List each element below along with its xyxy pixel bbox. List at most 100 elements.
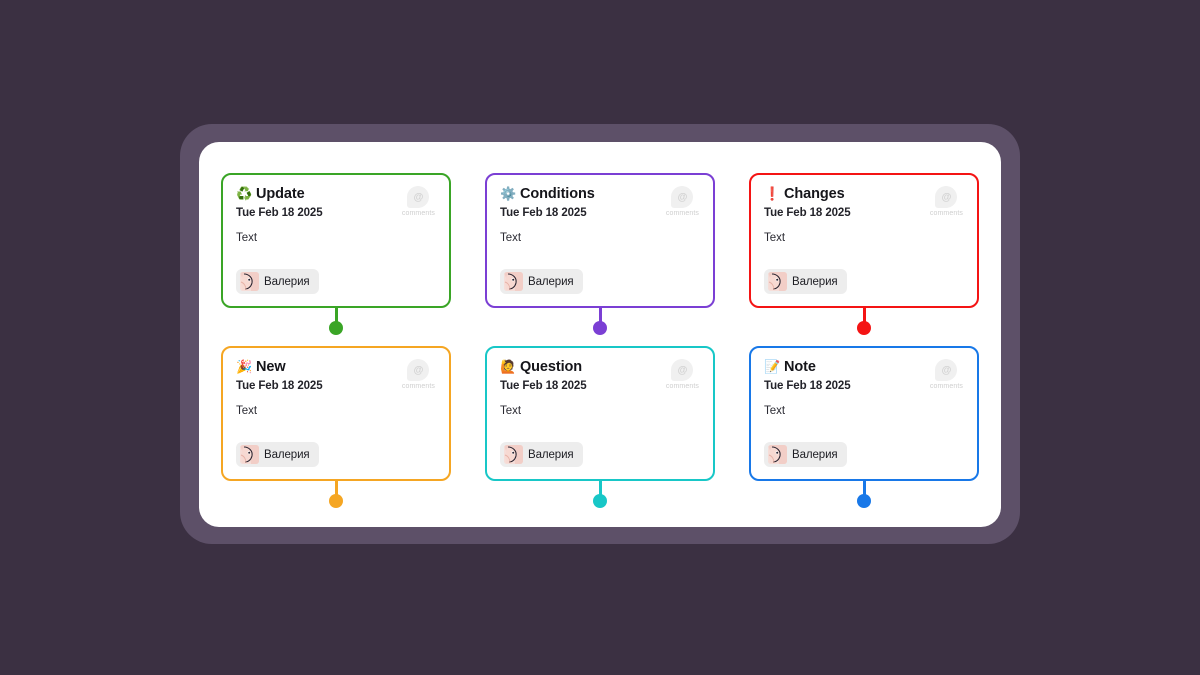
card-conditions[interactable]: ⚙️ Conditions Tue Feb 18 2025 @ comments… bbox=[485, 173, 715, 335]
card-title-row: ⚙️ Conditions bbox=[500, 187, 595, 202]
card-header-left: ❗ Changes Tue Feb 18 2025 bbox=[764, 187, 851, 219]
card-header-left: ⚙️ Conditions Tue Feb 18 2025 bbox=[500, 187, 595, 219]
card-footer: Валерия bbox=[236, 442, 436, 469]
card-text: Text bbox=[500, 232, 522, 244]
card-footer: Валерия bbox=[764, 442, 964, 469]
connector-dot bbox=[329, 321, 343, 335]
card-title: Conditions bbox=[520, 186, 595, 203]
comments-widget[interactable]: @ comments bbox=[930, 186, 963, 217]
card-connector bbox=[593, 308, 607, 335]
comments-label: comments bbox=[929, 383, 963, 390]
card-header: 📝 Note Tue Feb 18 2025 @ comments bbox=[764, 359, 964, 392]
card-title-row: ♻️ Update bbox=[236, 187, 323, 202]
comments-label: comments bbox=[665, 210, 699, 217]
card-grid: ♻️ Update Tue Feb 18 2025 @ comments Tex… bbox=[199, 142, 1001, 527]
card-body-update[interactable]: ♻️ Update Tue Feb 18 2025 @ comments Tex… bbox=[221, 173, 451, 308]
card-connector bbox=[857, 308, 871, 335]
card-header: ♻️ Update Tue Feb 18 2025 @ comments bbox=[236, 186, 436, 219]
comments-label: comments bbox=[401, 383, 435, 390]
comments-label: comments bbox=[665, 383, 699, 390]
card-header-left: 🎉 New Tue Feb 18 2025 bbox=[236, 360, 323, 392]
card-title: Update bbox=[256, 186, 305, 203]
card-title-row: 🎉 New bbox=[236, 360, 323, 375]
comments-widget[interactable]: @ comments bbox=[666, 359, 699, 390]
comments-widget[interactable]: @ comments bbox=[402, 186, 435, 217]
card-text: Text bbox=[236, 405, 258, 417]
author-name: Валерия bbox=[792, 448, 838, 461]
card-body-changes[interactable]: ❗ Changes Tue Feb 18 2025 @ comments Tex… bbox=[749, 173, 979, 308]
recycling-icon: ♻️ bbox=[236, 186, 253, 201]
card-title-row: 📝 Note bbox=[764, 360, 851, 375]
card-text: Text bbox=[236, 232, 258, 244]
card-update[interactable]: ♻️ Update Tue Feb 18 2025 @ comments Tex… bbox=[221, 173, 451, 335]
card-date: Tue Feb 18 2025 bbox=[236, 380, 323, 392]
comment-bubble-icon[interactable]: @ bbox=[935, 359, 958, 381]
card-body-conditions[interactable]: ⚙️ Conditions Tue Feb 18 2025 @ comments… bbox=[485, 173, 715, 308]
card-body-question[interactable]: 🙋 Question Tue Feb 18 2025 @ comments Te… bbox=[485, 346, 715, 481]
card-title-row: 🙋 Question bbox=[500, 360, 587, 375]
avatar bbox=[504, 445, 523, 464]
card-body-new[interactable]: 🎉 New Tue Feb 18 2025 @ comments Text bbox=[221, 346, 451, 481]
card-header-left: 📝 Note Tue Feb 18 2025 bbox=[764, 360, 851, 392]
exclamation-mark-icon: ❗ bbox=[764, 186, 781, 201]
card-date: Tue Feb 18 2025 bbox=[236, 207, 323, 219]
avatar bbox=[240, 272, 259, 291]
card-date: Tue Feb 18 2025 bbox=[764, 207, 851, 219]
card-new[interactable]: 🎉 New Tue Feb 18 2025 @ comments Text bbox=[221, 346, 451, 508]
connector-dot bbox=[329, 494, 343, 508]
party-popper-icon: 🎉 bbox=[236, 359, 253, 374]
comment-bubble-icon[interactable]: @ bbox=[407, 186, 430, 208]
comments-widget[interactable]: @ comments bbox=[930, 359, 963, 390]
card-date: Tue Feb 18 2025 bbox=[500, 380, 587, 392]
author-chip[interactable]: Валерия bbox=[764, 442, 847, 467]
avatar bbox=[768, 445, 787, 464]
connector-dot bbox=[593, 321, 607, 335]
memo-icon: 📝 bbox=[764, 359, 781, 374]
person-raising-hand-icon: 🙋 bbox=[500, 359, 517, 374]
card-header: 🎉 New Tue Feb 18 2025 @ comments bbox=[236, 359, 436, 392]
card-title: Changes bbox=[784, 186, 845, 203]
card-note[interactable]: 📝 Note Tue Feb 18 2025 @ comments Text bbox=[749, 346, 979, 508]
card-header: ⚙️ Conditions Tue Feb 18 2025 @ comments bbox=[500, 186, 700, 219]
author-chip[interactable]: Валерия bbox=[500, 442, 583, 467]
card-footer: Валерия bbox=[236, 269, 436, 296]
card-footer: Валерия bbox=[500, 269, 700, 296]
author-name: Валерия bbox=[264, 448, 310, 461]
card-footer: Валерия bbox=[764, 269, 964, 296]
author-chip[interactable]: Валерия bbox=[236, 269, 319, 294]
card-header: ❗ Changes Tue Feb 18 2025 @ comments bbox=[764, 186, 964, 219]
author-chip[interactable]: Валерия bbox=[236, 442, 319, 467]
card-footer: Валерия bbox=[500, 442, 700, 469]
card-body-note[interactable]: 📝 Note Tue Feb 18 2025 @ comments Text bbox=[749, 346, 979, 481]
comments-label: comments bbox=[401, 210, 435, 217]
card-header-left: ♻️ Update Tue Feb 18 2025 bbox=[236, 187, 323, 219]
card-header-left: 🙋 Question Tue Feb 18 2025 bbox=[500, 360, 587, 392]
card-title: New bbox=[256, 359, 286, 376]
card-title: Note bbox=[784, 359, 816, 376]
card-changes[interactable]: ❗ Changes Tue Feb 18 2025 @ comments Tex… bbox=[749, 173, 979, 335]
comment-bubble-icon[interactable]: @ bbox=[671, 186, 694, 208]
comment-bubble-icon[interactable]: @ bbox=[671, 359, 694, 381]
author-name: Валерия bbox=[528, 448, 574, 461]
author-name: Валерия bbox=[264, 275, 310, 288]
card-text: Text bbox=[764, 405, 786, 417]
comments-widget[interactable]: @ comments bbox=[402, 359, 435, 390]
card-connector bbox=[593, 481, 607, 508]
card-connector bbox=[857, 481, 871, 508]
connector-dot bbox=[857, 494, 871, 508]
avatar bbox=[504, 272, 523, 291]
card-text: Text bbox=[764, 232, 786, 244]
card-connector bbox=[329, 308, 343, 335]
comment-bubble-icon[interactable]: @ bbox=[935, 186, 958, 208]
comments-widget[interactable]: @ comments bbox=[666, 186, 699, 217]
card-date: Tue Feb 18 2025 bbox=[764, 380, 851, 392]
connector-stem bbox=[598, 481, 602, 495]
author-chip[interactable]: Валерия bbox=[500, 269, 583, 294]
connector-stem bbox=[334, 308, 338, 322]
card-text: Text bbox=[500, 405, 522, 417]
comment-bubble-icon[interactable]: @ bbox=[407, 359, 430, 381]
author-chip[interactable]: Валерия bbox=[764, 269, 847, 294]
connector-dot bbox=[857, 321, 871, 335]
card-question[interactable]: 🙋 Question Tue Feb 18 2025 @ comments Te… bbox=[485, 346, 715, 508]
author-name: Валерия bbox=[528, 275, 574, 288]
